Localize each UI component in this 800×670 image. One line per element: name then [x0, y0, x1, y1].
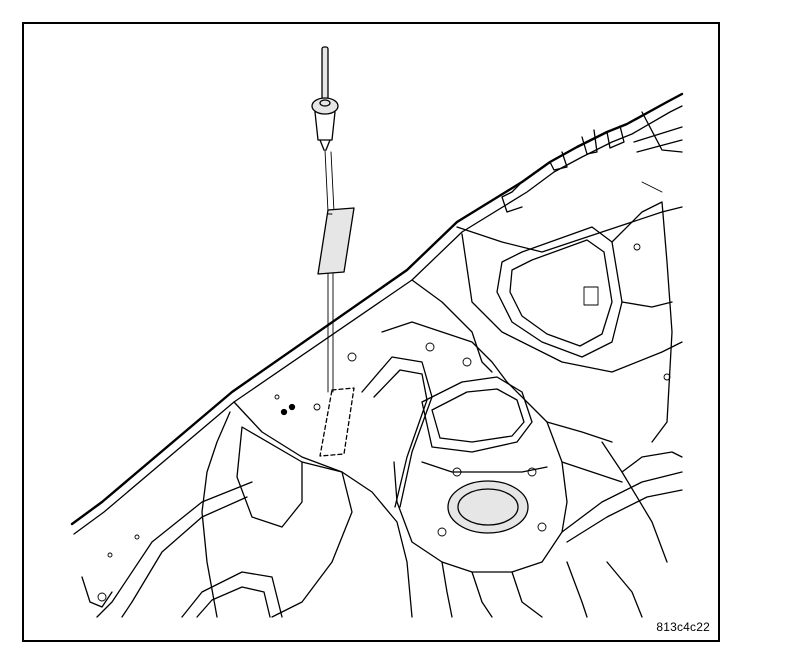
upper-structure — [411, 181, 683, 443]
pad-location-outline — [319, 387, 355, 457]
rivet-fastener — [311, 46, 339, 151]
lower-structure — [81, 401, 683, 618]
body-panel — [70, 92, 684, 535]
exploded-view-drawing — [70, 46, 684, 618]
figure-code-label: 813c4c22 — [656, 620, 710, 634]
shock-tower — [274, 321, 568, 573]
seal-pad — [317, 207, 355, 275]
figure-frame: 813c4c22 — [22, 22, 720, 642]
alignment-line — [324, 149, 335, 393]
